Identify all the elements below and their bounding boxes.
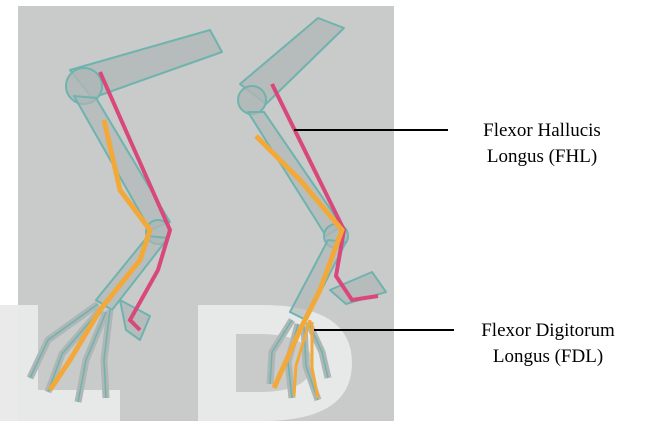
right-knee-joint — [238, 86, 266, 114]
fhl-label: Flexor Hallucis Longus (FHL) — [452, 118, 632, 170]
fdl-label-line2: Longus (FDL) — [458, 344, 638, 370]
fhl-label-line1: Flexor Hallucis — [452, 118, 632, 144]
fdl-label: Flexor Digitorum Longus (FDL) — [458, 318, 638, 370]
fdl-label-line1: Flexor Digitorum — [458, 318, 638, 344]
fhl-label-line2: Longus (FHL) — [452, 144, 632, 170]
